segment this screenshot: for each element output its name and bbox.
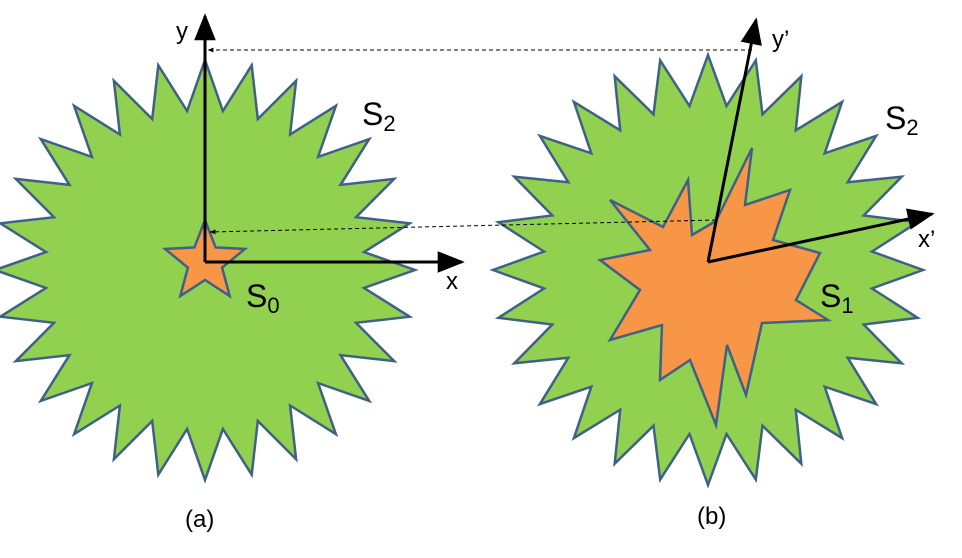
panel-b [489, 17, 935, 489]
set-label-s1: S1 [820, 278, 854, 318]
y-axis-b [706, 17, 762, 263]
y-axis-label-b: y’ [772, 26, 790, 53]
set-label-s2-a: S2 [362, 96, 396, 136]
caption-b: (b) [697, 503, 727, 530]
set-label-s2-b: S2 [885, 100, 919, 140]
x-axis-b [707, 208, 935, 264]
caption-a: (a) [185, 506, 215, 533]
y-axis-label-a: y [176, 18, 188, 45]
x-axis-label-a: x [446, 268, 458, 295]
set-label-s0: S0 [246, 278, 280, 318]
x-axis-label-b: x’ [918, 226, 936, 253]
panel-a [0, 13, 465, 484]
inner-set-s1-shape [597, 147, 833, 430]
correspondence-line-middle [209, 219, 717, 235]
